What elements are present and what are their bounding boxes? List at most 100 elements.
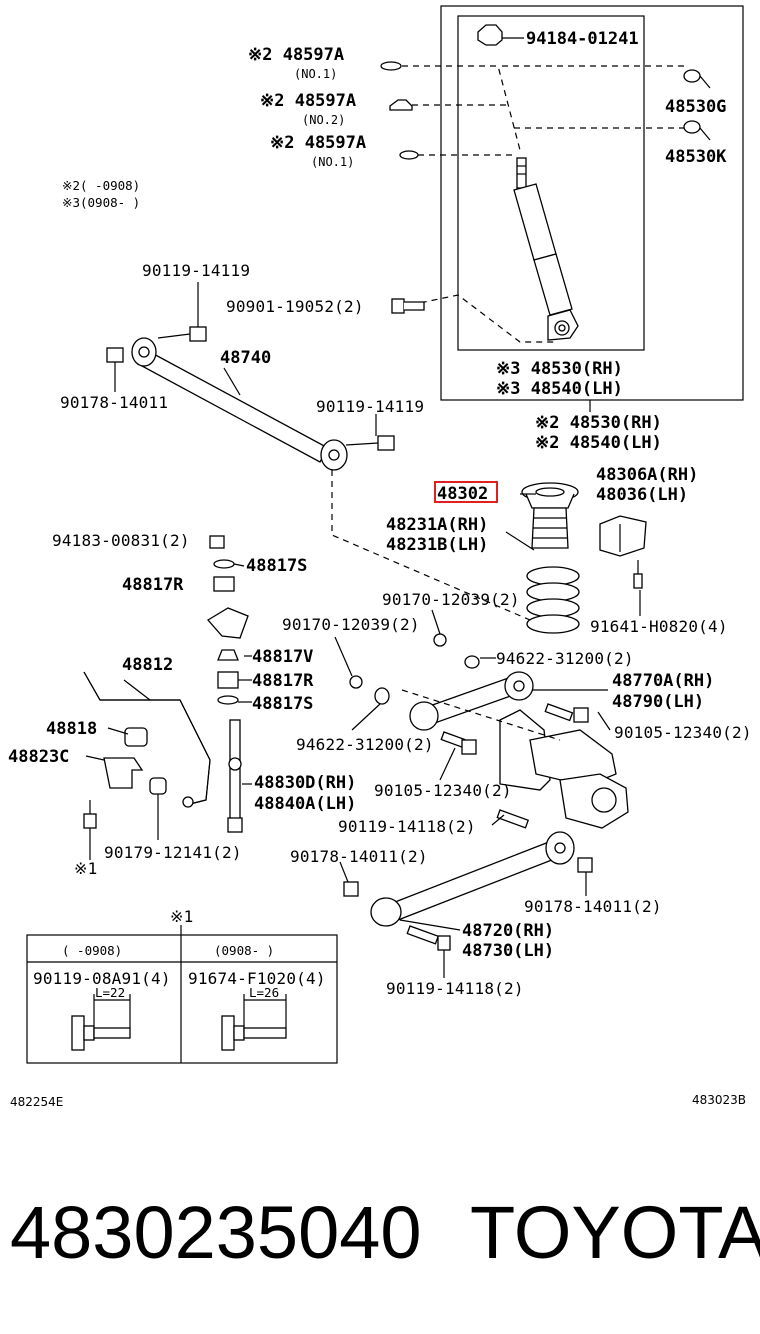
washer-48597a-1 (380, 61, 402, 71)
label-48302: 48302 (437, 484, 488, 504)
nut-90178-14011-left (106, 347, 124, 363)
label-48817r-bottom: 48817R (252, 671, 314, 691)
label-48597a-1-sub: (NO.1) (294, 67, 337, 81)
label-48812: 48812 (122, 655, 173, 675)
bushing-48817v (217, 649, 239, 661)
bolt-variant-table (26, 925, 338, 1064)
bolt-91641 (633, 560, 643, 589)
label-48730-lh: 48730(LH) (462, 941, 554, 961)
brand-name: TOYOTA (470, 1191, 760, 1274)
table-col2-length: L=26 (249, 985, 279, 1000)
highlight-box-48302 (434, 481, 498, 503)
shock-absorber (477, 24, 579, 341)
bushing-48817r-bottom (217, 671, 239, 689)
table-col1-part: 90119-08A91(4) (33, 969, 171, 988)
label-90105-12340-b: 90105-12340(2) (374, 781, 512, 800)
label-90178-14011-right: 90178-14011(2) (524, 897, 662, 916)
label-48231a-rh: 48231A(RH) (386, 515, 488, 535)
label-48306a-rh: 48306A(RH) (596, 465, 698, 485)
stabilizer-bar-48812 (83, 671, 211, 808)
label-48818: 48818 (46, 719, 97, 739)
label-48817s-bottom: 48817S (252, 694, 313, 714)
bushing-48530g (683, 69, 701, 83)
label-48770a-rh: 48770A(RH) (612, 671, 714, 691)
label-48823c: 48823C (8, 747, 69, 767)
footer-code-left: 482254E (10, 1095, 63, 1109)
label-48530g: 48530G (665, 97, 726, 117)
nut-90178-mid (343, 881, 359, 897)
label-48817s-top: 48817S (246, 556, 307, 576)
nut-90170-c (349, 675, 363, 689)
bushing-48818 (124, 727, 148, 747)
table-col2-head: (0908- ) (214, 943, 274, 958)
label-94622-31200-b: 94622-31200(2) (296, 735, 434, 754)
label-48740: 48740 (220, 348, 271, 368)
label-48530k: 48530K (665, 147, 727, 167)
bump-stopper-48302 (521, 482, 579, 509)
label-48817v: 48817V (252, 647, 313, 667)
boot-48231 (531, 507, 569, 549)
lateral-rod-48740 (131, 337, 348, 471)
label-94184-01241: 94184-01241 (526, 29, 639, 49)
washer-48817s-bottom (217, 695, 239, 705)
lower-arm-48720 (370, 831, 575, 927)
coil-spring (526, 566, 580, 634)
label-90178-14011-mid: 90178-14011(2) (290, 847, 428, 866)
label-star1-table: ※1 (170, 907, 193, 926)
label-48597a-3: ※2 48597A (270, 133, 366, 153)
label-48720-rh: 48720(RH) (462, 921, 554, 941)
bolt-star1 (83, 800, 97, 829)
bolt-90119-14118-b (406, 925, 451, 951)
shock-inner-frame (457, 15, 645, 351)
note-star3-range: ※3(0908- ) (62, 195, 140, 210)
label-94622-31200-a: 94622-31200(2) (496, 649, 634, 668)
bolt-variant-2 (221, 994, 287, 1051)
label-90119-14118-b: 90119-14118(2) (386, 979, 524, 998)
nut-94183 (209, 535, 225, 549)
bolt-variant-1 (71, 994, 131, 1051)
table-col1-head: ( -0908) (62, 943, 122, 958)
label-48597a-2: ※2 48597A (260, 91, 356, 111)
bushing-48817r-top (213, 576, 235, 592)
nut-90170-b (433, 633, 447, 647)
label-90179-12141: 90179-12141(2) (104, 843, 242, 862)
label-48530-rh-star2: ※2 48530(RH) (535, 413, 662, 433)
label-90170-12039-a: 90170-12039(2) (382, 590, 520, 609)
bolt-90119-14119-top (157, 326, 207, 342)
label-91641-h0820: 91641-H0820(4) (590, 617, 728, 636)
bolt-90119-14119-mid (345, 435, 395, 451)
label-48540-lh-star3: ※3 48540(LH) (496, 379, 623, 399)
table-col2-part: 91674-F1020(4) (188, 969, 326, 988)
label-48790-lh: 48790(LH) (612, 692, 704, 712)
label-48597a-2-sub: (NO.2) (302, 113, 345, 127)
washer-48597a-2 (389, 99, 413, 111)
nut-90178-right (577, 857, 593, 873)
label-90119-14119-mid: 90119-14119 (316, 397, 424, 416)
washer-94622-b (374, 687, 390, 705)
label-90901-19052: 90901-19052(2) (226, 297, 364, 316)
upper-arm-48770a (409, 671, 534, 731)
label-48597a-1: ※2 48597A (248, 45, 344, 65)
label-48840a-lh: 48840A(LH) (254, 794, 356, 814)
table-col1-length: L=22 (95, 985, 125, 1000)
label-48540-lh-star2: ※2 48540(LH) (535, 433, 662, 453)
label-94183-00831: 94183-00831(2) (52, 531, 190, 550)
label-90119-14118-a: 90119-14118(2) (338, 817, 476, 836)
washer-48597a-3 (399, 150, 419, 160)
bushing-48530k (683, 120, 701, 134)
bolt-90105-b (440, 731, 477, 755)
label-48830d-rh: 48830D(RH) (254, 773, 356, 793)
washer-48817s-top (213, 559, 235, 569)
label-90105-12340-a: 90105-12340(2) (614, 723, 752, 742)
part-number: 4830235040 (10, 1191, 422, 1274)
label-star1-bolt: ※1 (74, 859, 97, 878)
note-star2-range: ※2( -0908) (62, 178, 140, 193)
bracket (206, 607, 249, 639)
axle-housing (499, 709, 629, 829)
bolt-90119-14118-a (496, 809, 530, 829)
washer-94622-a (464, 655, 480, 669)
shock-outer-frame (440, 5, 744, 401)
bolt-90105-a (544, 703, 589, 723)
label-48530-rh-star3: ※3 48530(RH) (496, 359, 623, 379)
